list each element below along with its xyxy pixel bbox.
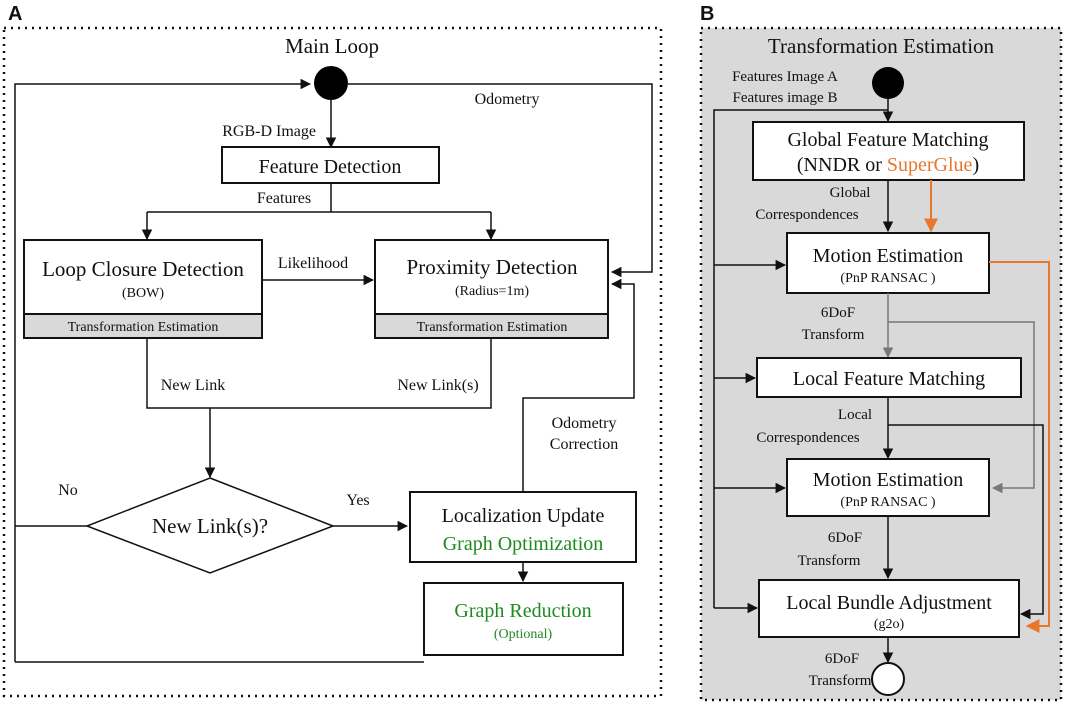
new-link-merge — [146, 338, 492, 409]
motion2-sub: (PnP RANSAC ) — [840, 495, 936, 510]
no-label: No — [58, 482, 78, 499]
feature-detection-label: Feature Detection — [259, 156, 402, 178]
b-end-node — [871, 662, 905, 696]
proximity-title: Proximity Detection — [407, 255, 578, 279]
odometry-correction-label-2: Correction — [550, 436, 618, 453]
global-matching-line2c: ) — [972, 154, 979, 176]
panel-a-title: Main Loop — [285, 34, 379, 58]
new-links-label: New Link(s) — [397, 377, 478, 394]
panel-b-letter: B — [700, 3, 714, 25]
panel-b: B Transformation Estimation Features Ima… — [699, 3, 1063, 702]
superglue-label: SuperGlue — [887, 154, 973, 176]
gray-skip-arrow — [888, 321, 1035, 494]
dof1-label-a: 6DoF — [821, 305, 855, 321]
dof3-label-a: 6DoF — [825, 651, 859, 667]
global-matching-line1: Global Feature Matching — [787, 129, 988, 151]
decision-label: New Link(s)? — [152, 514, 268, 538]
dof1-label-b: Transform — [802, 327, 865, 343]
panel-a-letter: A — [8, 3, 22, 25]
motion2-title: Motion Estimation — [813, 469, 964, 491]
left-bus — [713, 109, 888, 608]
feature-detection-box — [221, 146, 440, 184]
dof2-label-a: 6DoF — [828, 530, 862, 546]
localization-line2: Graph Optimization — [443, 533, 604, 555]
local-corr-skip-arrow — [888, 424, 1044, 620]
panel-a: A Main Loop RGB-D Image Odometry Feature… — [2, 3, 663, 698]
reduction-box — [423, 582, 624, 656]
motion1-sub: (PnP RANSAC ) — [840, 271, 936, 286]
loop-closure-footer — [23, 313, 263, 339]
panel-a-border — [2, 26, 663, 698]
yes-label: Yes — [346, 492, 369, 509]
motion1-title: Motion Estimation — [813, 245, 964, 267]
motion1-box — [786, 232, 990, 294]
features-label: Features — [257, 190, 311, 207]
localization-line1: Localization Update — [442, 505, 605, 527]
bundle-title: Local Bundle Adjustment — [786, 592, 992, 614]
global-corr-label-2: Correspondences — [755, 207, 858, 223]
global-matching-line2a: (NNDR or — [797, 154, 887, 176]
start-node — [314, 66, 348, 100]
decision-diamond — [84, 477, 336, 574]
panel-b-title: Transformation Estimation — [768, 34, 995, 58]
rgbd-label: RGB-D Image — [222, 123, 316, 140]
inputs-label-1: Features Image A — [732, 69, 838, 85]
dof3-label-b: Transform — [809, 673, 872, 689]
new-link-label: New Link — [161, 377, 225, 394]
proximity-footer-label: Transformation Estimation — [417, 320, 568, 335]
outer-return-arrow — [14, 78, 312, 662]
odometry-correction-arrow — [522, 278, 635, 492]
odometry-correction-label-1: Odometry — [552, 415, 617, 432]
likelihood-label: Likelihood — [278, 255, 348, 272]
dof2-label-b: Transform — [798, 553, 861, 569]
global-matching-line2: (NNDR or SuperGlue) — [797, 154, 979, 176]
bundle-box — [758, 579, 1020, 638]
proximity-sub: (Radius=1m) — [455, 284, 529, 299]
local-corr-label-2: Correspondences — [756, 430, 859, 446]
b-start-node — [872, 67, 904, 99]
local-corr-label-1: Local — [838, 407, 872, 423]
reduction-line1: Graph Reduction — [454, 600, 591, 622]
motion2-box — [786, 458, 990, 517]
inputs-label-2: Features image B — [733, 90, 838, 106]
odometry-arrow — [348, 83, 653, 278]
orange-skip-arrow — [989, 261, 1050, 633]
local-matching-label: Local Feature Matching — [793, 368, 985, 390]
odometry-label: Odometry — [475, 91, 540, 108]
global-corr-label-1: Global — [830, 185, 871, 201]
proximity-footer — [374, 313, 609, 339]
loop-closure-title: Loop Closure Detection — [42, 257, 244, 281]
loop-closure-sub: (BOW) — [122, 286, 164, 301]
reduction-line2: (Optional) — [494, 627, 553, 642]
loop-closure-footer-label: Transformation Estimation — [68, 320, 219, 335]
local-matching-box — [756, 357, 1022, 398]
bundle-sub: (g2o) — [874, 617, 905, 632]
